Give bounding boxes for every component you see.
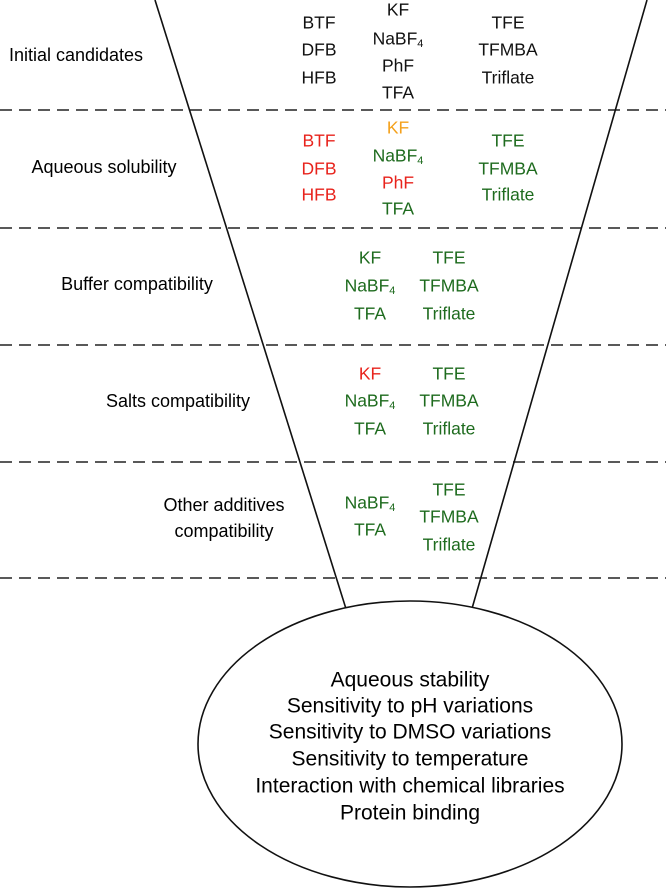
- candidate-tfmba-stage-0: TFMBA: [478, 40, 538, 60]
- candidate-triflate-stage-3: Triflate: [423, 419, 476, 439]
- candidate-tfmba-stage-2: TFMBA: [419, 276, 479, 296]
- candidate-tfe-stage-0: TFE: [491, 13, 524, 33]
- candidate-nabf4-stage-2: NaBF4: [345, 276, 396, 297]
- candidate-tfa-stage-4: TFA: [354, 520, 386, 540]
- candidate-nabf4-stage-4: NaBF4: [345, 493, 396, 514]
- candidate-triflate-stage-1: Triflate: [482, 185, 535, 205]
- candidate-tfa-stage-1: TFA: [382, 199, 414, 219]
- candidate-tfe-stage-2: TFE: [432, 248, 465, 268]
- outcome-ellipse: [197, 600, 623, 888]
- candidate-tfe-stage-4: TFE: [432, 480, 465, 500]
- candidate-triflate-stage-0: Triflate: [482, 68, 535, 88]
- candidate-hfb-stage-1: HFB: [302, 185, 337, 205]
- candidate-hfb-stage-0: HFB: [302, 68, 337, 88]
- candidate-btf-stage-0: BTF: [302, 13, 335, 33]
- candidate-kf-stage-1: KF: [387, 118, 409, 138]
- outcome-property-5: Protein binding: [340, 802, 480, 825]
- outcome-property-4: Interaction with chemical libraries: [255, 775, 564, 798]
- candidate-tfa-stage-3: TFA: [354, 419, 386, 439]
- candidate-phf-stage-1: PhF: [382, 173, 414, 193]
- stage-items: BTFDFBHFBKFNaBF4PhFTFATFETFMBATriflateBT…: [302, 0, 538, 555]
- candidate-tfe-stage-3: TFE: [432, 364, 465, 384]
- candidate-tfa-stage-0: TFA: [382, 83, 414, 103]
- candidate-dfb-stage-0: DFB: [302, 40, 337, 60]
- candidate-tfe-stage-1: TFE: [491, 131, 524, 151]
- outcome-property-0: Aqueous stability: [331, 669, 490, 692]
- candidate-triflate-stage-4: Triflate: [423, 535, 476, 555]
- funnel-right-edge: [470, 0, 648, 613]
- outcome-property-1: Sensitivity to pH variations: [287, 695, 533, 718]
- stage-label-4-line-0: Other additives: [163, 495, 284, 515]
- candidate-kf-stage-3: KF: [359, 364, 381, 384]
- candidate-dfb-stage-1: DFB: [302, 159, 337, 179]
- candidate-phf-stage-0: PhF: [382, 56, 414, 76]
- stage-label-4-line-1: compatibility: [174, 521, 273, 541]
- candidate-tfmba-stage-4: TFMBA: [419, 507, 479, 527]
- candidate-tfmba-stage-3: TFMBA: [419, 391, 479, 411]
- candidate-triflate-stage-2: Triflate: [423, 304, 476, 324]
- outcome-property-3: Sensitivity to temperature: [292, 748, 529, 771]
- candidate-nabf4-stage-3: NaBF4: [345, 391, 396, 412]
- funnel-left-edge: [154, 0, 348, 613]
- outcome-property-2: Sensitivity to DMSO variations: [269, 721, 551, 744]
- stage-label-0: Initial candidates: [9, 45, 143, 65]
- stage-label-2: Buffer compatibility: [61, 274, 213, 294]
- candidate-nabf4-stage-1: NaBF4: [373, 146, 424, 167]
- candidate-btf-stage-1: BTF: [302, 131, 335, 151]
- candidate-nabf4-stage-0: NaBF4: [373, 29, 424, 50]
- candidate-kf-stage-0: KF: [387, 0, 409, 20]
- stage-separators: [0, 109, 666, 579]
- stage-label-1: Aqueous solubility: [31, 157, 176, 177]
- candidate-tfmba-stage-1: TFMBA: [478, 159, 538, 179]
- funnel-outline: [154, 0, 648, 613]
- stage-label-3: Salts compatibility: [106, 391, 250, 411]
- candidate-kf-stage-2: KF: [359, 248, 381, 268]
- candidate-tfa-stage-2: TFA: [354, 304, 386, 324]
